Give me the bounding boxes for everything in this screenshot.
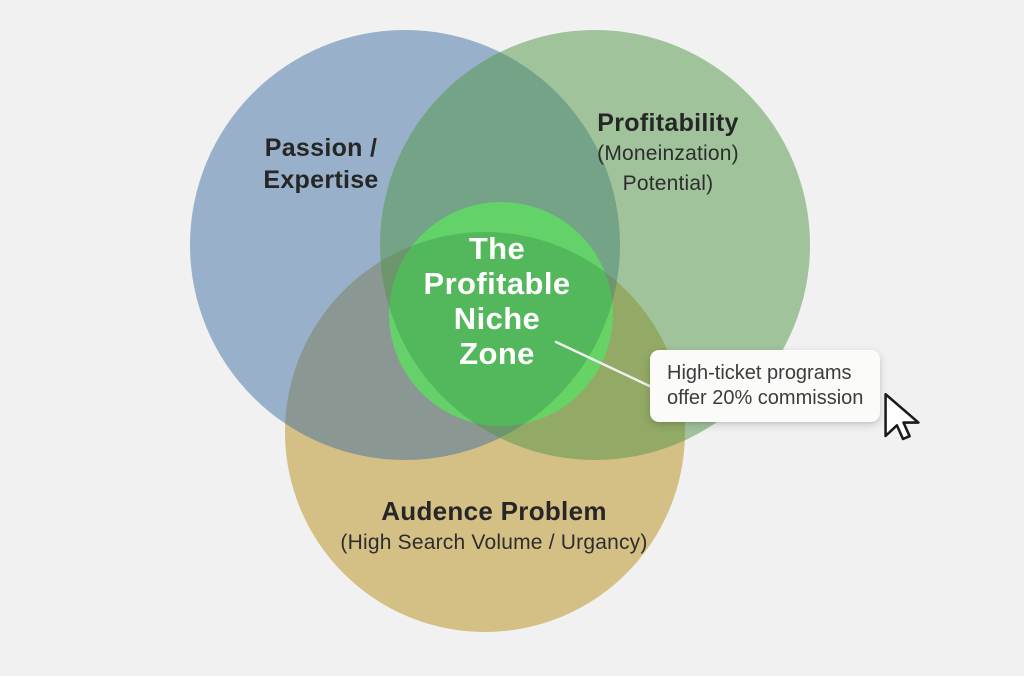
profitability-label-line2: (Moneinzation) xyxy=(597,142,739,165)
passion-label-line1: Passion / xyxy=(264,134,378,162)
niche-label-line1: The xyxy=(468,231,526,266)
triple-overlap-shade xyxy=(389,232,613,426)
commission-tooltip: High-ticket programs offer 20% commissio… xyxy=(650,350,881,422)
profitability-label-line1: Profitability xyxy=(597,109,739,137)
tooltip-line1: High-ticket programs xyxy=(667,362,852,384)
profitable-niche-zone-label: The Profitable Niche Zone xyxy=(424,231,571,371)
callout-leader-line xyxy=(554,340,660,392)
passion-label-line2: Expertise xyxy=(263,166,379,194)
profitable-niche-zone-circle xyxy=(389,202,613,426)
tooltip-line2: offer 20% commission xyxy=(667,387,864,409)
niche-label-line2: Profitable xyxy=(423,266,571,301)
niche-label-line4: Zone xyxy=(459,336,535,371)
audience-label-line1: Audence Problem xyxy=(381,496,607,526)
profitability-label: Profitability (Moneinzation) Potential) xyxy=(597,107,739,199)
audience-problem-label: Audence Problem (High Search Volume / Ur… xyxy=(340,495,647,558)
audience-label-line2: (High Search Volume / Urgancy) xyxy=(340,531,648,554)
passion-expertise-label: Passion / Expertise xyxy=(263,132,378,196)
profitability-label-line3: Potential) xyxy=(622,172,714,195)
niche-label-line3: Niche xyxy=(453,301,541,336)
cursor-arrow-icon xyxy=(884,393,920,441)
